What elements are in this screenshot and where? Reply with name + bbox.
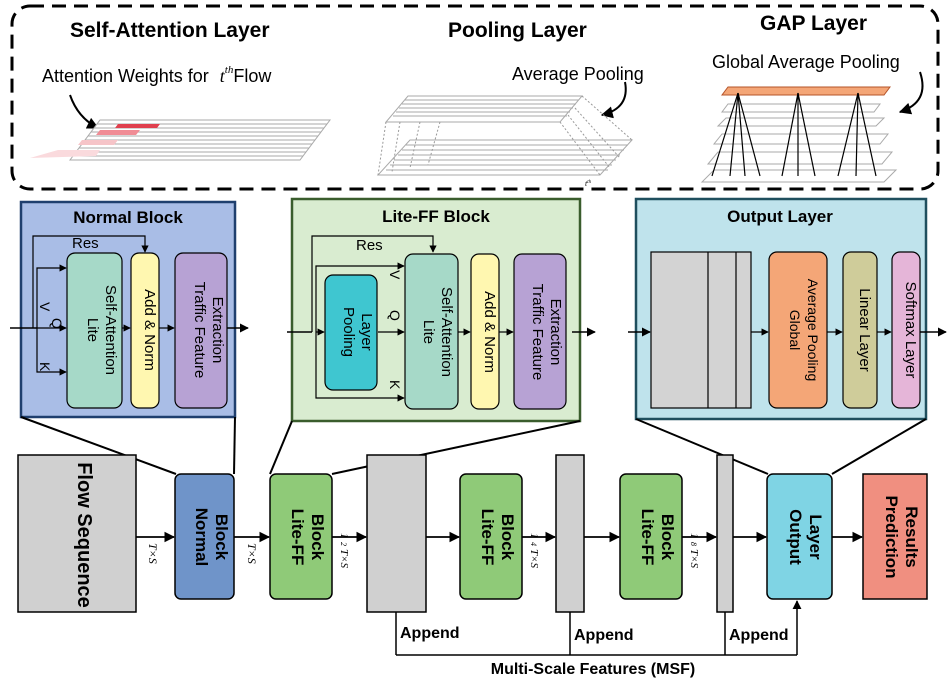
append-label-3: Append (729, 627, 789, 644)
stray-t-th-label: tth (585, 179, 592, 188)
output-layer-detail: Output Layer Global Average Pooling Line… (628, 197, 947, 421)
prediction-results-box (862, 473, 928, 600)
lite-ff-lite-sa-line1: Lite (420, 320, 437, 344)
output-pipeline-line2: Layer (806, 514, 825, 560)
lite-ff-k-label: K (387, 380, 403, 390)
pipeline: Flow Sequence T×S Normal Block T×S Lite-… (17, 454, 928, 678)
pooling-dotted-connectors (377, 95, 633, 176)
lite-ff-residual-connection (311, 235, 437, 332)
attention-weights-highlight (30, 124, 160, 158)
top-illustration-panel: Self-Attention Layer Pooling Layer GAP L… (10, 4, 940, 191)
lite-ff-lite-sa-line2: Self-Attention (438, 287, 455, 377)
gap-layer-title: GAP Layer (760, 12, 867, 35)
v-label: V (37, 302, 53, 312)
linear-layer-box (842, 251, 878, 409)
svg-text:1: 1 (338, 533, 350, 539)
svg-text:2: 2 (339, 542, 348, 546)
dim-label-eighth: 1 8 T×S (688, 533, 700, 569)
res-label: Res (72, 235, 99, 252)
feature-map-1 (366, 454, 427, 613)
softmax-layer-label: Softmax Layer (902, 282, 919, 379)
lite-ff-block-title: Lite-FF Block (382, 207, 490, 226)
feature-map-3 (716, 454, 734, 613)
svg-text:8: 8 (689, 542, 698, 546)
average-pooling-label: Average Pooling (512, 64, 644, 84)
k-label: K (37, 362, 53, 372)
lite-ff-1-line1: Lite-FF (288, 509, 307, 566)
svg-text:T×S: T×S (528, 549, 540, 569)
gap-illustration (700, 86, 898, 183)
gap-line1: Global (787, 310, 803, 350)
output-layer-title: Output Layer (727, 207, 833, 226)
svg-text:1: 1 (528, 533, 540, 539)
residual-connection (32, 235, 149, 328)
add-norm-label: Add & Norm (141, 289, 158, 371)
lite-ff-tfe-line1: Traffic Feature (529, 284, 546, 381)
global-average-pooling-pointer-arrow (898, 71, 924, 115)
lite-ff-v-label: V (387, 270, 403, 280)
lite-ff-2-line2: Block (498, 514, 517, 561)
pooling-line2: Layer (358, 313, 375, 351)
pooling-layer-title: Pooling Layer (448, 19, 587, 42)
normal-block-detail: Normal Block Res V Q K Lite Self-Attenti… (10, 200, 249, 419)
svg-text:1: 1 (688, 533, 700, 539)
lite-ff-traffic-feature-extraction-box (513, 253, 567, 410)
normal-block-title: Normal Block (73, 208, 183, 227)
global-average-pooling-label: Global Average Pooling (712, 52, 900, 72)
msf-label: Multi-Scale Features (MSF) (491, 661, 695, 678)
lite-ff-res-label: Res (356, 237, 383, 254)
svg-text:T×S: T×S (688, 549, 700, 569)
flow-sequence-label: Flow Sequence (73, 462, 95, 608)
lite-ff-block-detail: Lite-FF Block Res V Q K Pooling Layer Li… (287, 197, 596, 423)
self-attention-layer-title: Self-Attention Layer (70, 19, 270, 42)
dim-label-quarter: 1 4 T×S (528, 533, 540, 569)
lite-sa-line1: Lite (84, 318, 101, 342)
append-label-1: Append (400, 625, 460, 642)
pooling-illustration (376, 95, 634, 176)
pooling-line1: Pooling (340, 307, 357, 357)
softmax-layer-box (891, 251, 921, 409)
svg-text:T×S: T×S (338, 549, 350, 569)
linear-layer-label: Linear Layer (856, 288, 873, 371)
dim-label-1: T×S (146, 543, 160, 564)
lite-sa-line2: Self-Attention (102, 285, 119, 375)
prediction-line1: Prediction (882, 495, 901, 578)
dim-label-2: T×S (245, 543, 259, 564)
attention-pointer-arrow (69, 94, 100, 129)
svg-text:4: 4 (529, 542, 538, 546)
prediction-line2: Results (902, 506, 921, 567)
normal-block-pipeline-line1: Normal (192, 508, 211, 567)
attention-weights-label: Attention Weights for tthFlow (42, 64, 272, 86)
feature-map-2 (555, 454, 585, 613)
lite-ff-q-label: Q (387, 310, 403, 321)
lite-ff-add-norm-label: Add & Norm (481, 291, 498, 373)
lite-ff-tfe-line2: Extraction (547, 299, 564, 366)
zoom-connector-lines (20, 416, 927, 475)
tfe-line2: Extraction (209, 297, 226, 364)
lite-ff-2-line1: Lite-FF (478, 509, 497, 566)
flow-sequence-box (17, 454, 137, 613)
tfe-line1: Traffic Feature (191, 282, 208, 379)
lite-ff-1-line2: Block (308, 514, 327, 561)
add-norm-box (130, 252, 160, 409)
feature-stack-illustration (650, 251, 752, 409)
average-pooling-pointer-arrow (600, 81, 627, 119)
append-label-2: Append (574, 627, 634, 644)
traffic-feature-extraction-box (174, 252, 228, 409)
pooling-layer-box (324, 274, 378, 391)
lite-ff-3-line1: Lite-FF (638, 509, 657, 566)
global-average-pooling-box (768, 251, 828, 409)
output-pipeline-line1: Output (786, 509, 805, 565)
normal-block-pipeline-line2: Block (212, 514, 231, 561)
lite-ff-3-line2: Block (658, 514, 677, 561)
dim-label-half: 1 2 T×S (338, 533, 350, 569)
q-label: Q (49, 318, 65, 329)
msf-connections (395, 600, 802, 656)
gap-line2: Average Pooling (805, 279, 821, 381)
lite-self-attention-box (66, 252, 123, 409)
